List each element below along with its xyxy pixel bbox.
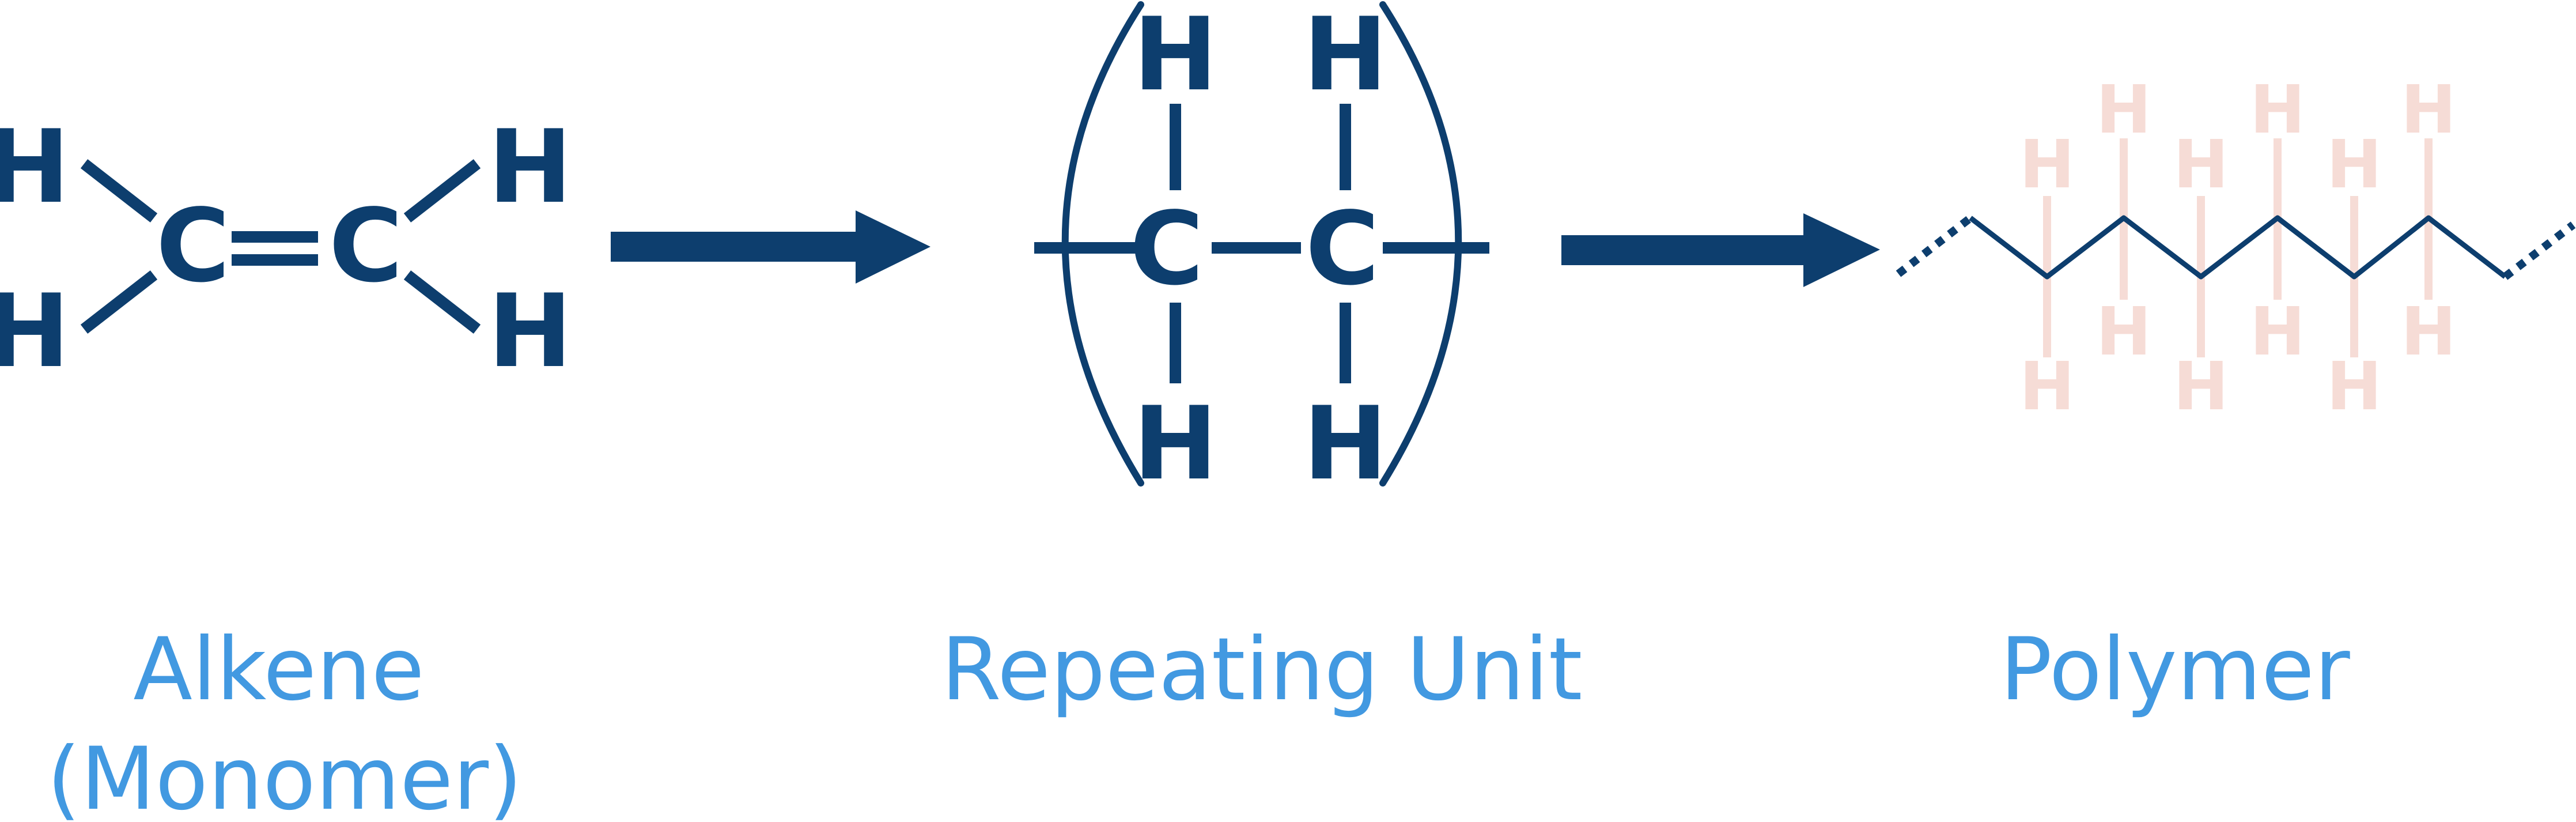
arrow-shaft xyxy=(1561,235,1809,265)
left-bracket xyxy=(1061,1,1144,487)
polymer-h: H xyxy=(2019,348,2075,425)
monomer-c-left: C xyxy=(156,188,230,305)
polymer-h: H xyxy=(2019,126,2075,203)
unit-h-bottom-1: H xyxy=(1133,386,1217,503)
bond-h-bottom-right xyxy=(403,270,481,334)
polymer-h: H xyxy=(2327,348,2382,425)
polymer-chain: H H H H H H H H H H H H xyxy=(1896,71,2576,425)
caption-repeating-unit: Repeating Unit xyxy=(941,620,1583,720)
arrow-head xyxy=(1803,213,1880,287)
monomer-h-bottom-left: H xyxy=(0,273,70,390)
bond-h-top-left xyxy=(80,159,158,223)
polymer-h: H xyxy=(2401,71,2456,149)
caption-polymer: Polymer xyxy=(2000,620,2350,720)
unit-h-bottom-2: H xyxy=(1303,386,1387,503)
polymer-h: H xyxy=(2250,293,2305,371)
unit-c-2: C xyxy=(1306,191,1379,308)
unit-bonds xyxy=(1034,104,1489,383)
caption-monomer: (Monomer) xyxy=(47,729,522,822)
alkene-monomer: H H H H C C xyxy=(0,109,572,390)
arrow-head xyxy=(856,210,930,284)
monomer-h-top-left: H xyxy=(0,109,70,226)
polymer-h: H xyxy=(2250,71,2305,149)
monomer-h-top-right: H xyxy=(488,109,572,226)
unit-brackets xyxy=(1061,1,1462,487)
bond-h-bottom-left xyxy=(80,270,158,334)
captions: Alkene (Monomer) Repeating Unit Polymer xyxy=(47,620,2350,822)
polymer-h: H xyxy=(2173,126,2229,203)
monomer-bonds xyxy=(80,159,481,334)
polymer-continuation-right xyxy=(2502,221,2576,280)
monomer-c-right: C xyxy=(329,188,403,305)
right-bracket xyxy=(1379,1,1462,487)
unit-h-top-1: H xyxy=(1133,0,1217,114)
polymer-h: H xyxy=(2173,348,2229,425)
repeating-unit: H H H H C C xyxy=(1034,0,1489,503)
unit-c-1: C xyxy=(1130,191,1204,308)
polymer-continuation-left xyxy=(1896,214,1973,277)
polymer-h: H xyxy=(2096,293,2151,371)
polymer-backbone xyxy=(1969,215,2507,280)
polymer-h: H xyxy=(2327,126,2382,203)
unit-h-top-2: H xyxy=(1303,0,1387,114)
polymer-h-bonds xyxy=(2043,138,2433,357)
polymer-hydrogens: H H H H H H H H H H H H xyxy=(2019,71,2456,425)
polymer-h: H xyxy=(2096,71,2151,149)
caption-alkene: Alkene xyxy=(133,620,424,720)
arrow-unit-to-polymer xyxy=(1561,213,1880,287)
arrow-monomer-to-unit xyxy=(611,210,930,284)
polymer-h: H xyxy=(2401,293,2456,371)
monomer-h-bottom-right: H xyxy=(488,273,572,390)
arrow-shaft xyxy=(611,232,864,262)
bond-h-top-right xyxy=(403,159,481,223)
